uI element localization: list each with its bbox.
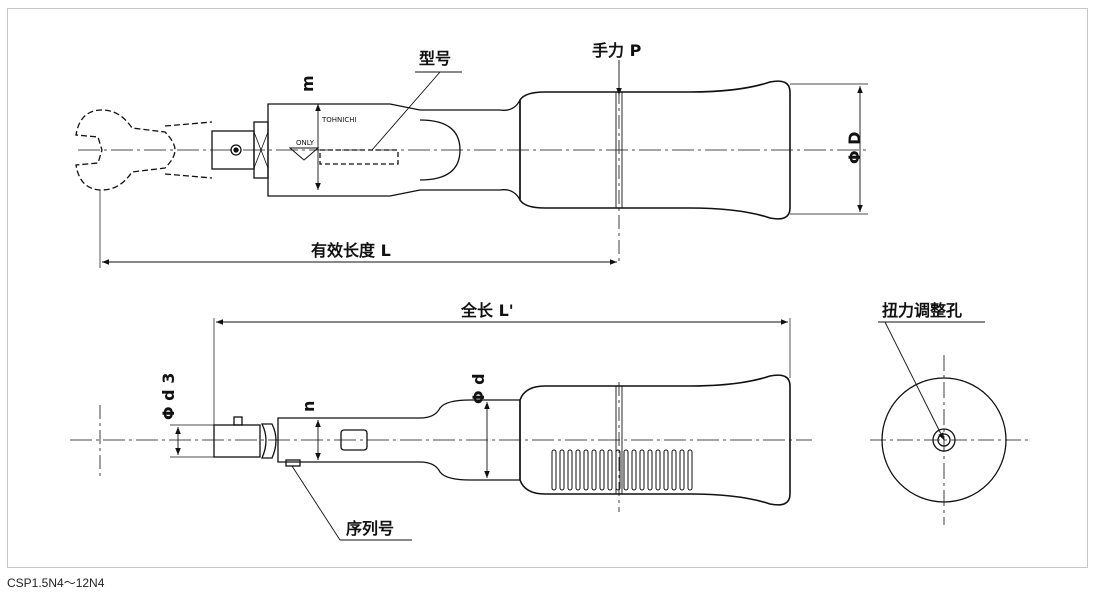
- label-dim-d: Φ d: [469, 373, 488, 404]
- spanner-neck-top: [164, 121, 213, 127]
- only-arrow: [288, 147, 320, 161]
- label-effective-length: 有效长度 L: [311, 241, 391, 260]
- grip-ridge: [671, 449, 677, 491]
- spanner-neck-bottom: [164, 173, 213, 179]
- serial-leader: [291, 465, 341, 541]
- side-drive: [213, 424, 261, 458]
- side-dimensions: [170, 318, 791, 541]
- grip-ridge: [559, 449, 565, 491]
- grip-ridge: [655, 449, 661, 491]
- grip-ridge: [639, 449, 645, 491]
- model-leader: [371, 71, 441, 151]
- grip-ridge: [567, 449, 573, 491]
- grip-ridge: [679, 449, 685, 491]
- drive-pin: [230, 144, 242, 156]
- mark-brand: TOHNICHI: [321, 116, 357, 124]
- grip-ridge: [663, 449, 669, 491]
- adjust-hole: [932, 428, 956, 452]
- grip-ridge: [551, 449, 557, 491]
- grip: [519, 80, 791, 220]
- model-caption: CSP1.5N4～12N4: [7, 576, 105, 590]
- grip-ridge: [599, 449, 605, 491]
- grip-ridge: [631, 449, 637, 491]
- grip-ridge: [607, 449, 613, 491]
- grip-ridge: [591, 449, 597, 491]
- label-dim-m: m: [298, 75, 317, 92]
- grip-ridge: [615, 449, 621, 491]
- mark-only: ONLY: [296, 139, 315, 147]
- side-grip: [519, 374, 791, 506]
- grip-ridges: [551, 449, 693, 491]
- drawing-frame: [7, 8, 1088, 568]
- spanner-head: [75, 109, 176, 191]
- adjust-leader: [884, 321, 945, 441]
- top-view: [75, 80, 870, 265]
- side-view: [70, 374, 812, 512]
- end-circle: [881, 377, 1007, 503]
- label-serial-no: 序列号: [346, 519, 394, 538]
- label-adjust-hole: 扭力调整孔: [882, 301, 962, 320]
- end-view: [870, 321, 1030, 525]
- label-hand-force: 手力 P: [592, 41, 642, 60]
- model-plate: [319, 149, 399, 165]
- label-dim-n: n: [299, 401, 318, 412]
- grip-ridge: [583, 449, 589, 491]
- side-window: [340, 429, 368, 451]
- label-dim-d3: Φ d 3: [159, 373, 178, 420]
- label-model-no: 型号: [419, 49, 451, 68]
- grip-ridge: [687, 449, 693, 491]
- grip-ridge: [623, 449, 629, 491]
- grip-ridge: [575, 449, 581, 491]
- side-ring: [260, 423, 277, 459]
- label-overall-length: 全长 L': [460, 301, 514, 320]
- top-dimensions: [99, 60, 868, 268]
- grip-ridge: [647, 449, 653, 491]
- label-dim-d-upper: Φ D: [845, 132, 864, 164]
